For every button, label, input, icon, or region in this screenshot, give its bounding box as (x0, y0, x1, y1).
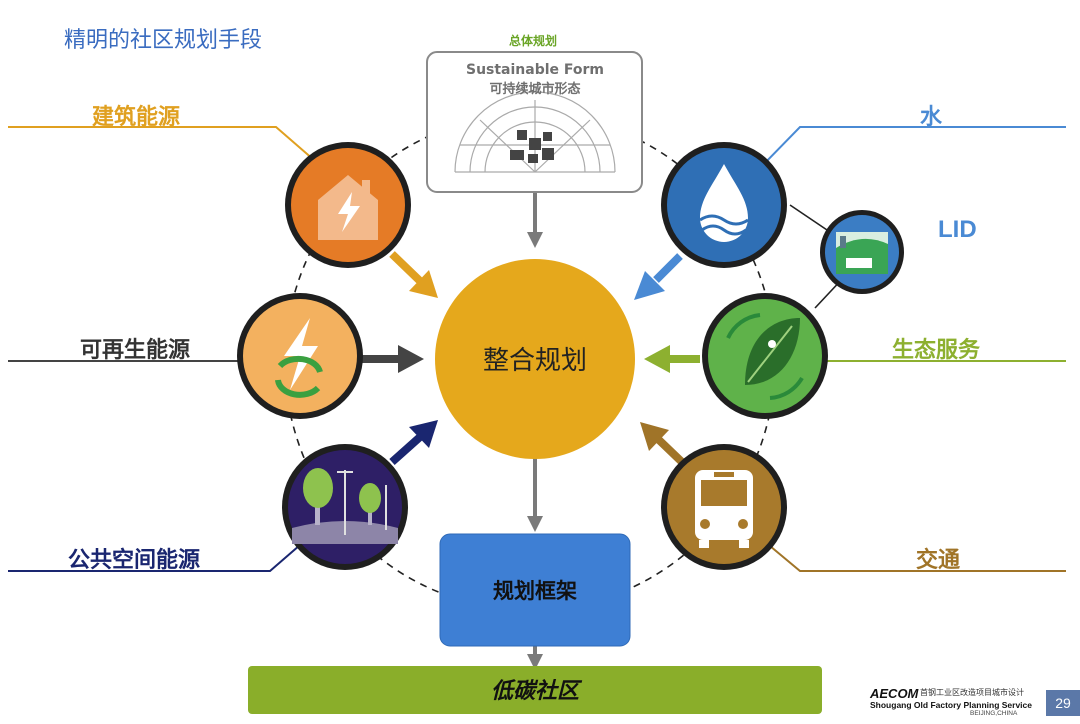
rain-garden-icon (820, 210, 904, 294)
label-renewable-energy: 可再生能源 (80, 338, 191, 363)
line-water (759, 126, 1066, 169)
trees-streetlight-icon (282, 444, 408, 570)
arrow-ecology-to-center (644, 345, 700, 373)
label-lid: LID (938, 216, 977, 243)
bus-icon (661, 444, 787, 570)
label-water: 水 (920, 105, 943, 130)
lightning-recycle-icon (237, 293, 363, 419)
arrow-renewable-to-center (362, 345, 424, 373)
footer-brand: AECOM 首钢工业区改造项目城市设计 Shougang Old Factory… (870, 686, 1040, 717)
planning-framework-box (439, 533, 631, 647)
planning-framework-label: 规划框架 (493, 579, 577, 603)
label-public-space-energy: 公共空间能源 (68, 548, 201, 573)
line-transport (769, 545, 1066, 572)
integrated-planning-circle (435, 259, 635, 459)
line-public-space (8, 544, 301, 572)
line-lid-water (789, 204, 831, 233)
integrated-planning-label: 整合规划 (483, 346, 587, 376)
leaf-cycle-icon (702, 293, 828, 419)
arrow-building-to-center (389, 251, 438, 298)
sustainable-form-cn: 可持续城市形态 (489, 81, 580, 97)
project-name-cn: 首钢工业区改造项目城市设计 (920, 688, 1024, 697)
project-location: BEIJING,CHINA (970, 710, 1018, 717)
label-ecosystem-services: 生态服务 (892, 338, 981, 363)
arrow-public-to-center (389, 420, 438, 465)
line-building-energy (8, 126, 315, 161)
house-lightning-icon (285, 142, 411, 268)
project-name-en: Shougang Old Factory Planning Service (870, 700, 1033, 710)
city-form-icon (454, 91, 616, 173)
overall-plan-label: 总体规划 (509, 33, 557, 48)
label-building-energy: 建筑能源 (92, 105, 181, 130)
arrow-transport-to-center (640, 422, 687, 467)
sustainable-form-en: Sustainable Form (466, 62, 604, 78)
water-drop-icon (661, 142, 787, 268)
label-transport: 交通 (916, 548, 961, 573)
page-title: 精明的社区规划手段 (64, 28, 263, 53)
arrow-water-to-center (634, 253, 683, 300)
low-carbon-label: 低碳社区 (491, 678, 583, 704)
aecom-logo: AECOM (870, 686, 919, 701)
low-carbon-bar (248, 666, 822, 714)
page-number: 29 (1046, 690, 1080, 716)
